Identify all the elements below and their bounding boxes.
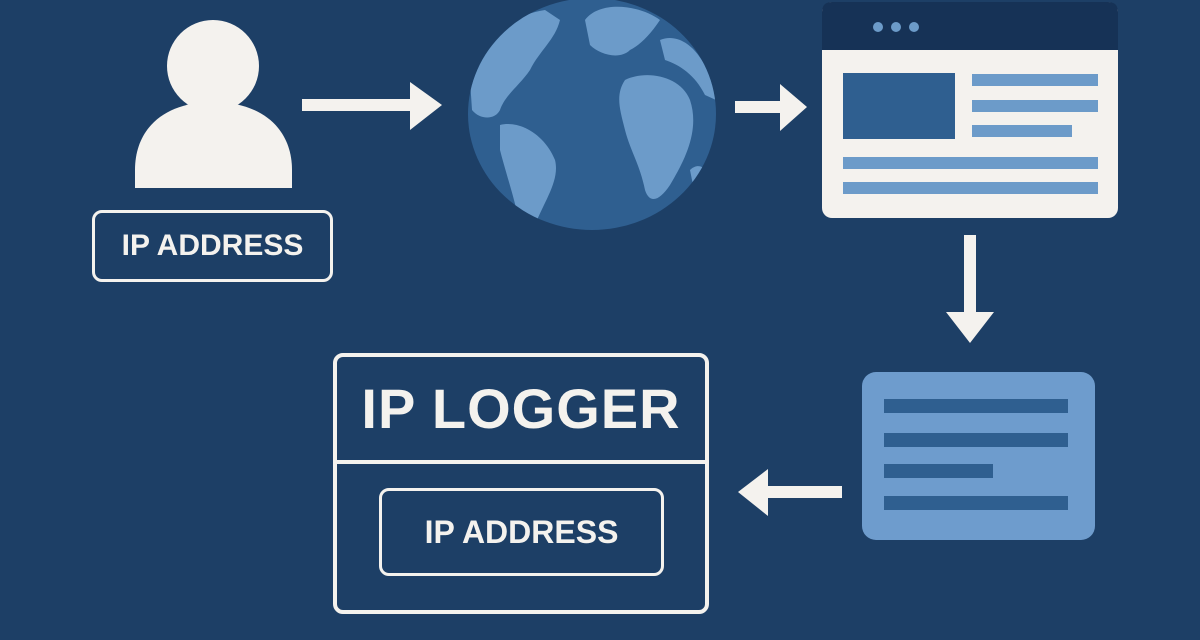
globe-icon xyxy=(468,0,716,230)
browser-window-icon xyxy=(822,2,1118,218)
user-ip-address-label: IP ADDRESS xyxy=(92,210,333,282)
user-icon xyxy=(135,20,292,188)
arrow-right-icon xyxy=(735,84,807,131)
arrow-right-icon xyxy=(302,82,442,130)
ip-logger-title: IP LOGGER xyxy=(337,357,705,464)
log-card-icon xyxy=(862,372,1095,540)
arrow-left-icon xyxy=(738,469,842,516)
ip-logger-panel: IP LOGGER IP ADDRESS xyxy=(333,353,709,614)
arrow-down-icon xyxy=(946,235,994,343)
logged-ip-address-field: IP ADDRESS xyxy=(379,488,664,576)
